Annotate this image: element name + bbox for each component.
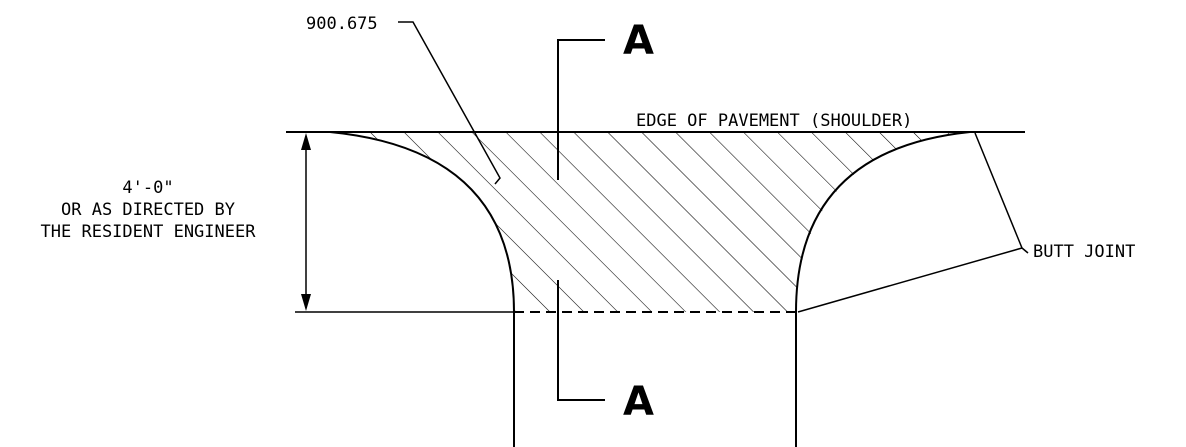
butt-joint-label: BUTT JOINT bbox=[1033, 242, 1135, 262]
left-curb-return bbox=[329, 131, 515, 447]
right-curb-return bbox=[795, 131, 971, 447]
section-mark-top: A bbox=[623, 18, 654, 64]
dimension-text-3: THE RESIDENT ENGINEER bbox=[41, 222, 257, 242]
dimension-arrow-top bbox=[301, 133, 311, 150]
butt-joint-leader-top bbox=[974, 132, 1029, 254]
elevation-label: 900.675 bbox=[306, 14, 378, 34]
section-cut-bottom bbox=[557, 280, 605, 401]
butt-joint-leader-bottom bbox=[797, 247, 1023, 313]
section-cut-top bbox=[557, 39, 605, 180]
dimension-text-2: OR AS DIRECTED BY bbox=[61, 200, 235, 220]
edge-of-pavement-label: EDGE OF PAVEMENT (SHOULDER) bbox=[636, 111, 912, 131]
dimension-arrow-bottom bbox=[301, 294, 311, 311]
section-mark-bottom: A bbox=[623, 379, 654, 425]
dimension-text-1: 4'-0" bbox=[122, 178, 173, 198]
elevation-leader bbox=[398, 21, 501, 185]
